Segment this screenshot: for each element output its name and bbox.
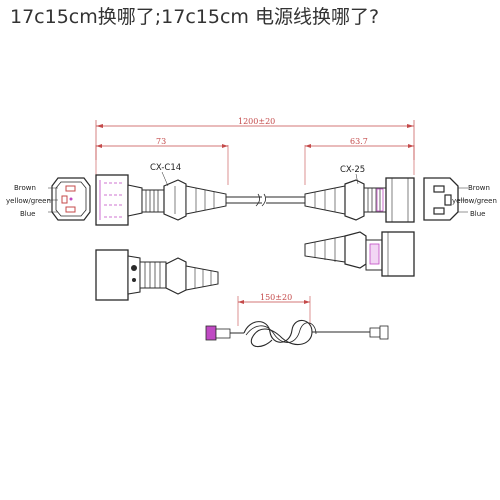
left-pin-brown: Brown — [14, 184, 36, 192]
right-length-label: 63.7 — [350, 137, 368, 146]
left-pin-yellow-green: yellow/green — [6, 197, 51, 205]
c14-face-icon — [51, 177, 91, 221]
page-title: 17c15cm换哪了;17c15cm 电源线换哪了? — [10, 6, 380, 28]
coil-dimension: 150±20 — [237, 293, 311, 326]
left-connector-top — [95, 249, 219, 301]
left-pinout: Brown yellow/green Blue — [6, 177, 91, 221]
left-connector-side: CX-C14 — [95, 163, 227, 226]
right-pin-brown: Brown — [468, 184, 490, 192]
right-pinout: Brown yellow/green Blue — [423, 177, 497, 221]
left-length-label: 73 — [156, 137, 166, 146]
right-model-label: CX-25 — [340, 165, 365, 175]
right-pin-yellow-green: yellow/green — [452, 197, 497, 205]
total-length-label: 1200±20 — [238, 117, 275, 126]
right-connector-side: CX-25 — [304, 165, 415, 223]
left-connector-dimension: 73 — [95, 137, 229, 185]
left-pin-blue: Blue — [20, 210, 36, 218]
right-connector-dimension: 63.7 — [304, 137, 415, 185]
main-cable — [226, 193, 305, 207]
coiled-cord — [205, 319, 389, 348]
left-model-label: CX-C14 — [150, 163, 181, 173]
right-pin-blue: Blue — [470, 210, 486, 218]
coil-length-label: 150±20 — [260, 293, 292, 302]
right-connector-top — [304, 231, 415, 277]
